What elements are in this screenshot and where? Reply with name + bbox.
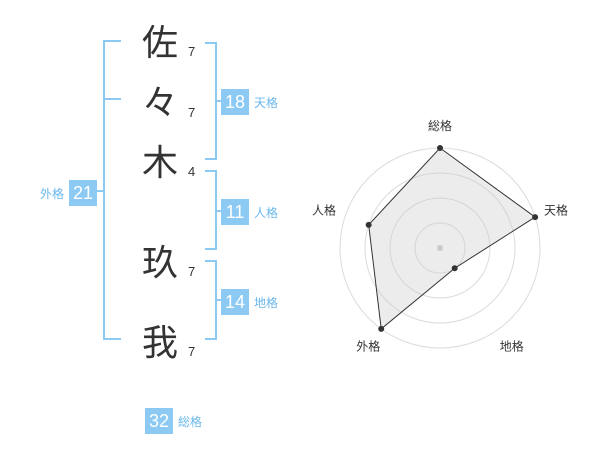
radar-data-polygon: [368, 147, 536, 330]
stroke-count-3: 4: [188, 164, 196, 179]
stroke-count-1: 7: [188, 44, 196, 59]
gaikaku-label: 外格: [40, 186, 65, 201]
name-char-2: 々: [141, 83, 178, 124]
chikaku-bracket-tick: [215, 299, 221, 301]
radar-ring-3: [364, 172, 516, 324]
radar-point-5: [365, 221, 372, 228]
jinkaku-bracket-tick: [215, 210, 221, 212]
jinkaku-label: 人格: [254, 205, 279, 220]
jinkaku-value: 11: [221, 199, 249, 225]
gaikaku-separator-tick: [103, 98, 121, 100]
radar-axis-label-1: 総格: [428, 118, 452, 133]
radar-point-2: [532, 214, 539, 221]
soukaku-label: 総格: [178, 414, 203, 429]
radar-point-3: [451, 265, 458, 272]
tenkaku-value: 18: [221, 89, 249, 115]
radar-ring-1: [414, 222, 466, 274]
radar-center-dot: [437, 245, 443, 251]
chikaku-value: 14: [221, 289, 249, 315]
radar-axis-label-3: 地格: [500, 339, 524, 354]
gaikaku-bracket-tick: [97, 190, 105, 192]
stroke-count-5: 7: [188, 344, 196, 359]
radar-point-1: [437, 145, 443, 151]
tenkaku-label: 天格: [254, 95, 279, 110]
radar-axis-label-4: 外格: [356, 339, 380, 354]
radar-point-4: [378, 325, 385, 332]
gaikaku-badge: 外格 21: [40, 180, 98, 206]
jinkaku-badge: 11 人格: [221, 199, 278, 225]
chikaku-label: 地格: [254, 295, 279, 310]
gaikaku-value: 21: [69, 180, 98, 206]
radar-axis-label-5: 人格: [312, 202, 336, 217]
name-char-3: 木: [141, 143, 178, 184]
tenkaku-badge: 18 天格: [221, 89, 278, 115]
name-char-5: 我: [141, 323, 178, 364]
name-char-1: 佐: [141, 23, 178, 64]
radar-axis-label-2: 天格: [544, 202, 568, 217]
name-char-4: 玖: [141, 243, 178, 284]
radar-ring-2: [389, 197, 491, 299]
soukaku-value: 32: [145, 408, 173, 434]
gaikaku-bracket: [103, 40, 121, 340]
stroke-count-2: 7: [188, 105, 196, 120]
tenkaku-bracket-tick: [215, 100, 221, 102]
stroke-count-4: 7: [188, 264, 196, 279]
soukaku-badge: 32 総格: [145, 408, 202, 434]
chikaku-badge: 14 地格: [221, 289, 278, 315]
